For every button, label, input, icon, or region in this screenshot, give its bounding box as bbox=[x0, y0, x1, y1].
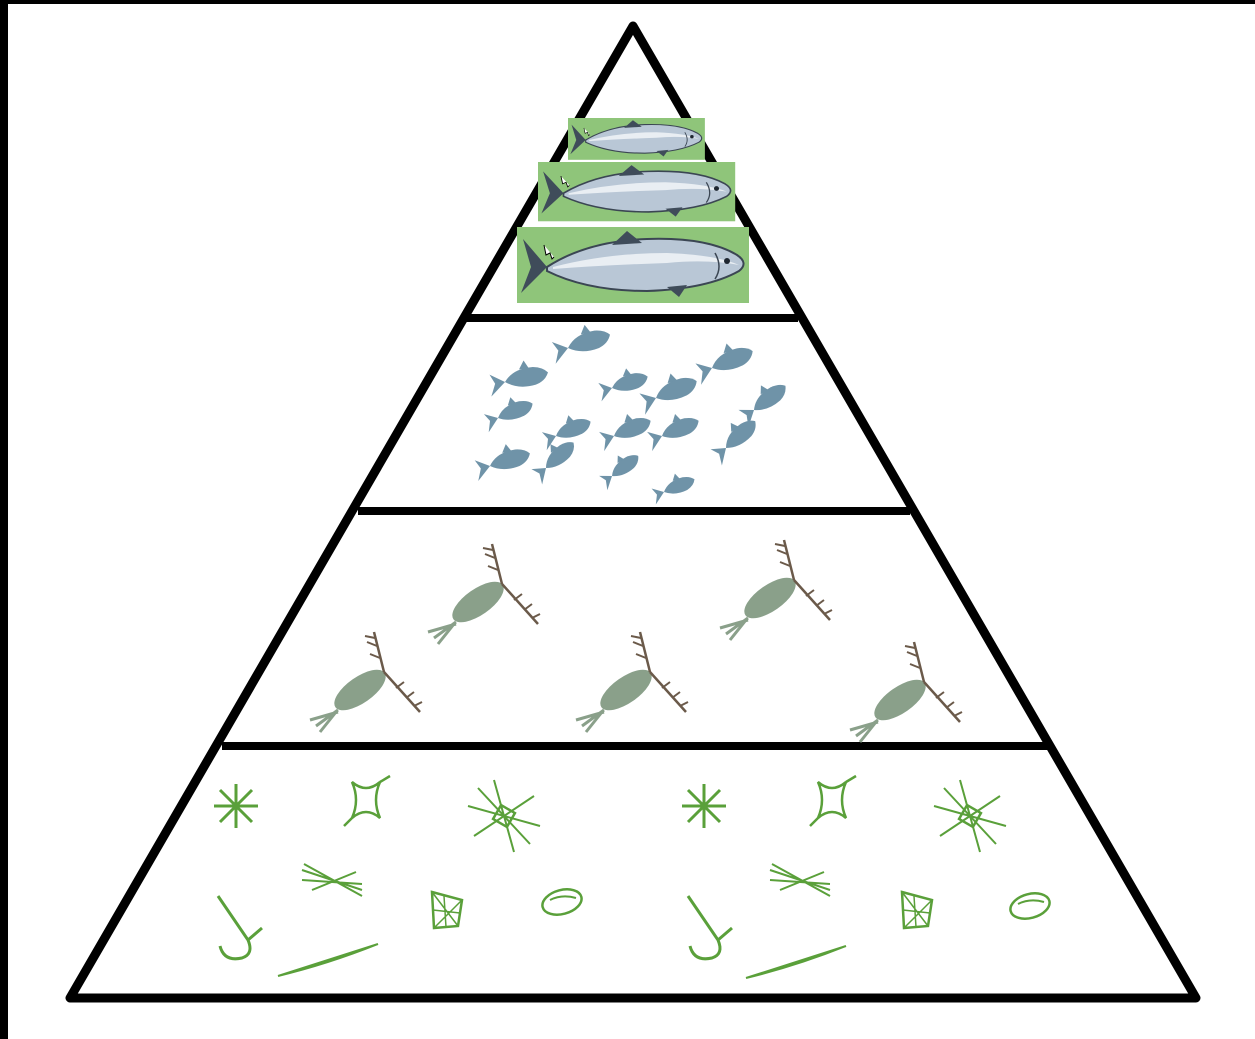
phytoplankton-icon bbox=[934, 780, 1006, 852]
phytoplankton-icon bbox=[902, 892, 932, 928]
copepod-icon bbox=[310, 632, 422, 732]
phytoplankton-icon bbox=[688, 896, 732, 959]
copepod-icon bbox=[850, 642, 962, 742]
phytoplankton-icon bbox=[214, 784, 258, 828]
phytoplankton-group-right bbox=[682, 776, 1052, 978]
copepod-icon bbox=[428, 544, 540, 644]
small-fish-icon bbox=[635, 366, 702, 415]
small-fish-icon bbox=[486, 357, 550, 397]
tier-producers bbox=[214, 776, 1052, 978]
small-fish-icon bbox=[648, 468, 698, 505]
phytoplankton-icon bbox=[746, 946, 846, 978]
salmon-icon bbox=[568, 118, 705, 160]
small-fish-icon bbox=[705, 410, 764, 465]
phytoplankton-icon bbox=[1008, 889, 1053, 923]
small-fish-icon bbox=[548, 319, 614, 364]
small-fish-icon bbox=[643, 407, 703, 451]
small-fish-icon bbox=[594, 446, 644, 490]
tier-secondary bbox=[471, 319, 793, 504]
phytoplankton-icon bbox=[432, 892, 462, 928]
copepod-icon bbox=[576, 632, 688, 732]
salmon-icon bbox=[517, 227, 749, 303]
phytoplankton-icon bbox=[302, 864, 362, 896]
copepod-icon bbox=[720, 540, 832, 640]
phytoplankton-group-left bbox=[214, 776, 584, 976]
small-fish-icon bbox=[526, 432, 581, 484]
phytoplankton-icon bbox=[540, 885, 585, 919]
small-fish-icon bbox=[480, 391, 537, 432]
phytoplankton-icon bbox=[810, 776, 856, 826]
small-fish-icon bbox=[595, 407, 655, 451]
small-fish-icon bbox=[733, 374, 793, 427]
phytoplankton-icon bbox=[468, 780, 540, 852]
salmon-icon bbox=[538, 162, 735, 221]
phytoplankton-icon bbox=[770, 864, 830, 896]
phytoplankton-icon bbox=[278, 944, 378, 976]
phytoplankton-icon bbox=[682, 784, 726, 828]
phytoplankton-icon bbox=[344, 776, 390, 826]
small-fish-icon bbox=[471, 439, 533, 481]
tier-apex bbox=[517, 118, 749, 303]
small-fish-icon bbox=[691, 336, 758, 385]
tier-primary bbox=[310, 540, 962, 742]
phytoplankton-icon bbox=[218, 896, 262, 959]
